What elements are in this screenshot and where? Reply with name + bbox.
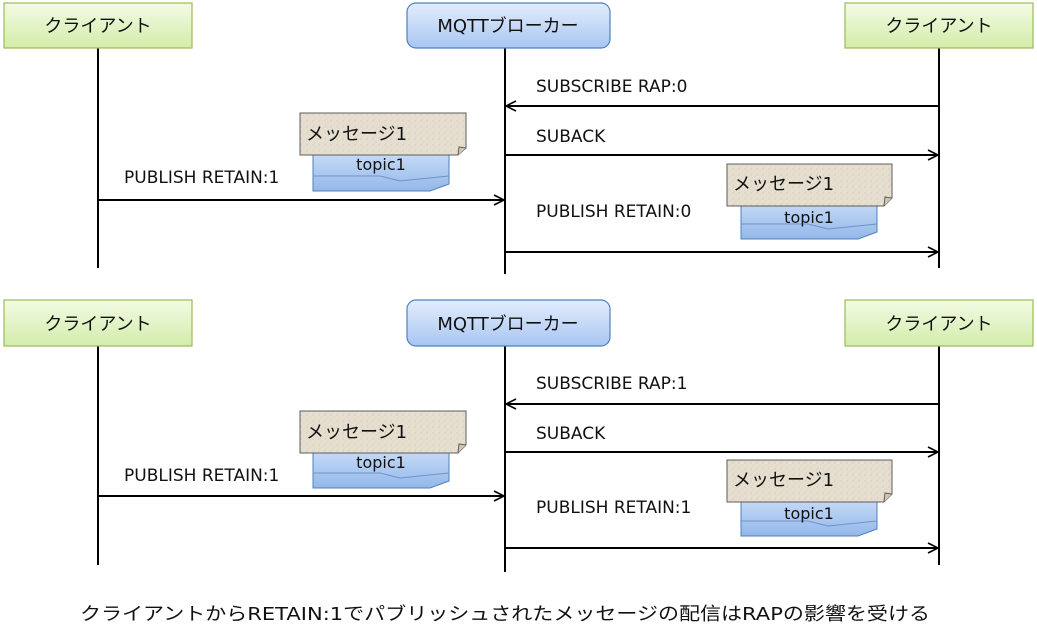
message-subscribe-label: SUBSCRIBE RAP:0 (536, 77, 687, 97)
message-publish-in-label: PUBLISH RETAIN:1 (124, 466, 279, 486)
message-suback-label: SUBACK (536, 127, 606, 147)
note-in-message: メッセージ1 (306, 124, 407, 145)
participant-left-client: クライアント (3, 2, 193, 49)
message-note-out: topic1 メッセージ1 (726, 459, 893, 537)
message-suback-label: SUBACK (536, 424, 606, 444)
note-in-topic: topic1 (356, 155, 406, 174)
message-note-in: topic1 メッセージ1 (299, 410, 467, 489)
note-out-topic: topic1 (784, 504, 834, 523)
message-note-out: topic1 メッセージ1 (726, 163, 893, 240)
participant-right-label: クライアント (885, 16, 992, 37)
note-in-topic: topic1 (356, 453, 406, 472)
participant-left-label: クライアント (44, 16, 151, 37)
message-publish-in-label: PUBLISH RETAIN:1 (124, 168, 279, 188)
participant-broker: MQTTブローカー (406, 2, 611, 49)
note-out-message: メッセージ1 (733, 174, 834, 195)
note-in-message: メッセージ1 (306, 422, 407, 443)
participant-left-label: クライアント (44, 314, 151, 335)
diagram-1: クライアント MQTTブローカー クライアント SUBSCRIBE RAP:0 … (3, 2, 1034, 274)
diagram-2: クライアント MQTTブローカー クライアント SUBSCRIBE RAP:1 … (3, 299, 1034, 572)
participant-right-client: クライアント (844, 2, 1034, 49)
message-subscribe-label: SUBSCRIBE RAP:1 (536, 374, 687, 394)
note-out-topic: topic1 (784, 208, 834, 227)
message-note-in: topic1 メッセージ1 (299, 112, 467, 192)
participant-broker-label: MQTTブローカー (437, 15, 578, 37)
participant-right-label: クライアント (885, 314, 992, 335)
message-publish-out-label: PUBLISH RETAIN:0 (536, 202, 691, 222)
participant-right-client: クライアント (844, 299, 1034, 347)
participant-broker-label: MQTTブローカー (437, 313, 578, 335)
participant-broker: MQTTブローカー (406, 299, 611, 347)
note-out-message: メッセージ1 (733, 470, 834, 491)
participant-left-client: クライアント (3, 299, 193, 347)
message-publish-out-label: PUBLISH RETAIN:1 (536, 498, 691, 518)
caption: クライアントからRETAIN:1でパブリッシュされたメッセージの配信はRAPの影… (80, 603, 930, 625)
